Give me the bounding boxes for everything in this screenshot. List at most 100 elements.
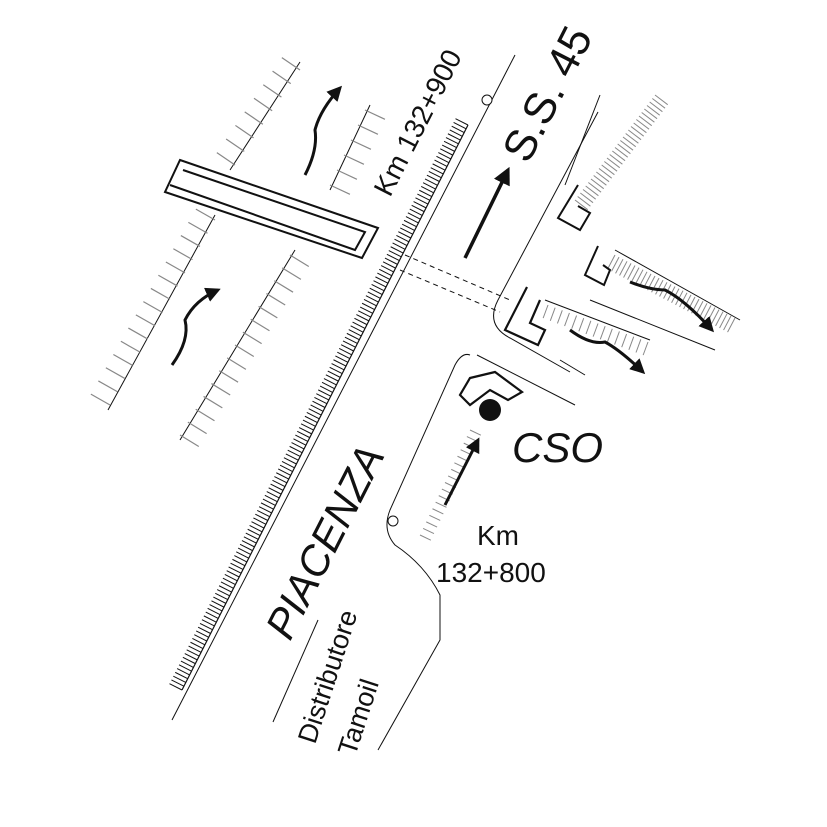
hatch-tick	[266, 491, 280, 499]
hatch-tick	[564, 312, 570, 327]
ditch-right-mid	[419, 299, 651, 541]
hatch-tick	[253, 517, 267, 525]
hatch-tick	[318, 389, 331, 397]
hatch-tick	[338, 347, 352, 356]
hatch-tick	[319, 385, 333, 393]
hatch-tick	[373, 280, 387, 288]
hatch-tick	[279, 464, 293, 472]
hatch-tick	[226, 570, 240, 578]
station-label-2: Tamoil	[332, 675, 385, 758]
hatch-tick	[255, 513, 269, 521]
hatch-tick	[614, 331, 620, 345]
hatch-tick	[620, 140, 634, 151]
hatch-tick	[350, 325, 364, 333]
hatch-tick	[272, 479, 286, 488]
hatch-tick	[283, 457, 297, 465]
road-label: S.S. 45	[493, 19, 602, 170]
hatch-tick	[218, 585, 232, 593]
hatch-tick	[262, 84, 282, 98]
hatch-tick	[596, 171, 610, 183]
hatch-tick	[180, 660, 194, 668]
hatch-tick	[606, 157, 621, 169]
creek-bank-upper	[216, 57, 386, 195]
hatch-tick	[158, 274, 178, 287]
hatch-tick	[588, 182, 602, 193]
hatch-tick	[617, 143, 631, 155]
hatch-tick	[359, 306, 373, 314]
hatch-tick	[113, 353, 133, 366]
cso-label: CSO	[512, 424, 603, 471]
hatch-tick	[228, 566, 242, 574]
hatch-tick	[683, 294, 692, 310]
hatch-tick	[314, 396, 328, 405]
hatch-tick	[234, 344, 255, 357]
hatch-tick	[607, 254, 616, 270]
hatch-tick	[241, 540, 255, 548]
km-label-south-1: Km	[477, 520, 519, 551]
hatch-tick	[409, 208, 423, 216]
hatch-tick	[432, 163, 446, 171]
hatch-tick	[98, 380, 118, 393]
hatch-tick	[438, 152, 452, 160]
hatch-tick	[310, 404, 324, 412]
hatch-tick	[135, 314, 156, 327]
hatch-tick	[642, 341, 649, 356]
hatch-tick	[625, 133, 639, 144]
hatch-tick	[128, 327, 148, 340]
km-label-north: Km 132+900	[368, 44, 468, 200]
hatch-tick	[175, 671, 188, 680]
cso-outfall-dot	[479, 399, 501, 421]
hatch-tick	[273, 280, 294, 293]
hatch-tick	[258, 506, 272, 514]
hatch-tick	[606, 328, 613, 343]
hatch-tick	[249, 525, 263, 533]
hatch-tick	[242, 331, 262, 345]
flow-arrow-cso	[443, 437, 480, 506]
hatch-tick	[612, 150, 626, 162]
hatch-tick	[426, 174, 440, 182]
hatch-tick	[699, 303, 708, 318]
hatch-tick	[382, 261, 396, 269]
hatch-tick	[220, 581, 234, 589]
hatch-tick	[243, 536, 257, 544]
hatch-tick	[297, 430, 310, 439]
hatch-tick	[205, 611, 219, 619]
hatch-tick	[302, 419, 316, 427]
hatch-tick	[276, 472, 289, 480]
hatch-tick	[635, 339, 642, 353]
hatch-tick	[250, 318, 270, 332]
hatch-tick	[195, 208, 216, 221]
hatch-tick	[224, 573, 238, 582]
hatch-tick	[633, 122, 647, 134]
hatch-tick	[358, 310, 371, 318]
hatch-tick	[447, 133, 461, 141]
hatch-tick	[323, 378, 337, 386]
hatch-tick	[180, 235, 201, 247]
hatch-tick	[333, 359, 347, 367]
hatch-tick	[598, 168, 613, 179]
hatch-tick	[182, 656, 196, 665]
hatch-tick	[398, 231, 412, 239]
hatch-tick	[649, 101, 663, 113]
hatch-tick	[260, 502, 274, 510]
flow-arrow-mid	[569, 328, 646, 375]
hatch-tick	[266, 293, 286, 306]
hatch-tick	[585, 320, 592, 335]
hatch-tick	[611, 256, 620, 272]
hatch-tick	[216, 589, 230, 597]
hatch-tick	[413, 201, 427, 209]
hatch-tick	[715, 311, 724, 327]
hatch-tick	[571, 315, 578, 329]
hatch-tick	[251, 521, 265, 529]
hatch-tick	[679, 292, 688, 308]
hatch-tick	[218, 370, 239, 383]
hatch-tick	[244, 111, 264, 125]
hatch-tick	[186, 649, 200, 657]
hatch-tick	[440, 148, 453, 156]
hatch-tick	[727, 317, 736, 333]
hatch-tick	[215, 592, 228, 601]
hatch-tick	[556, 310, 563, 324]
hatch-tick	[644, 108, 658, 120]
hatch-tick	[256, 509, 270, 518]
